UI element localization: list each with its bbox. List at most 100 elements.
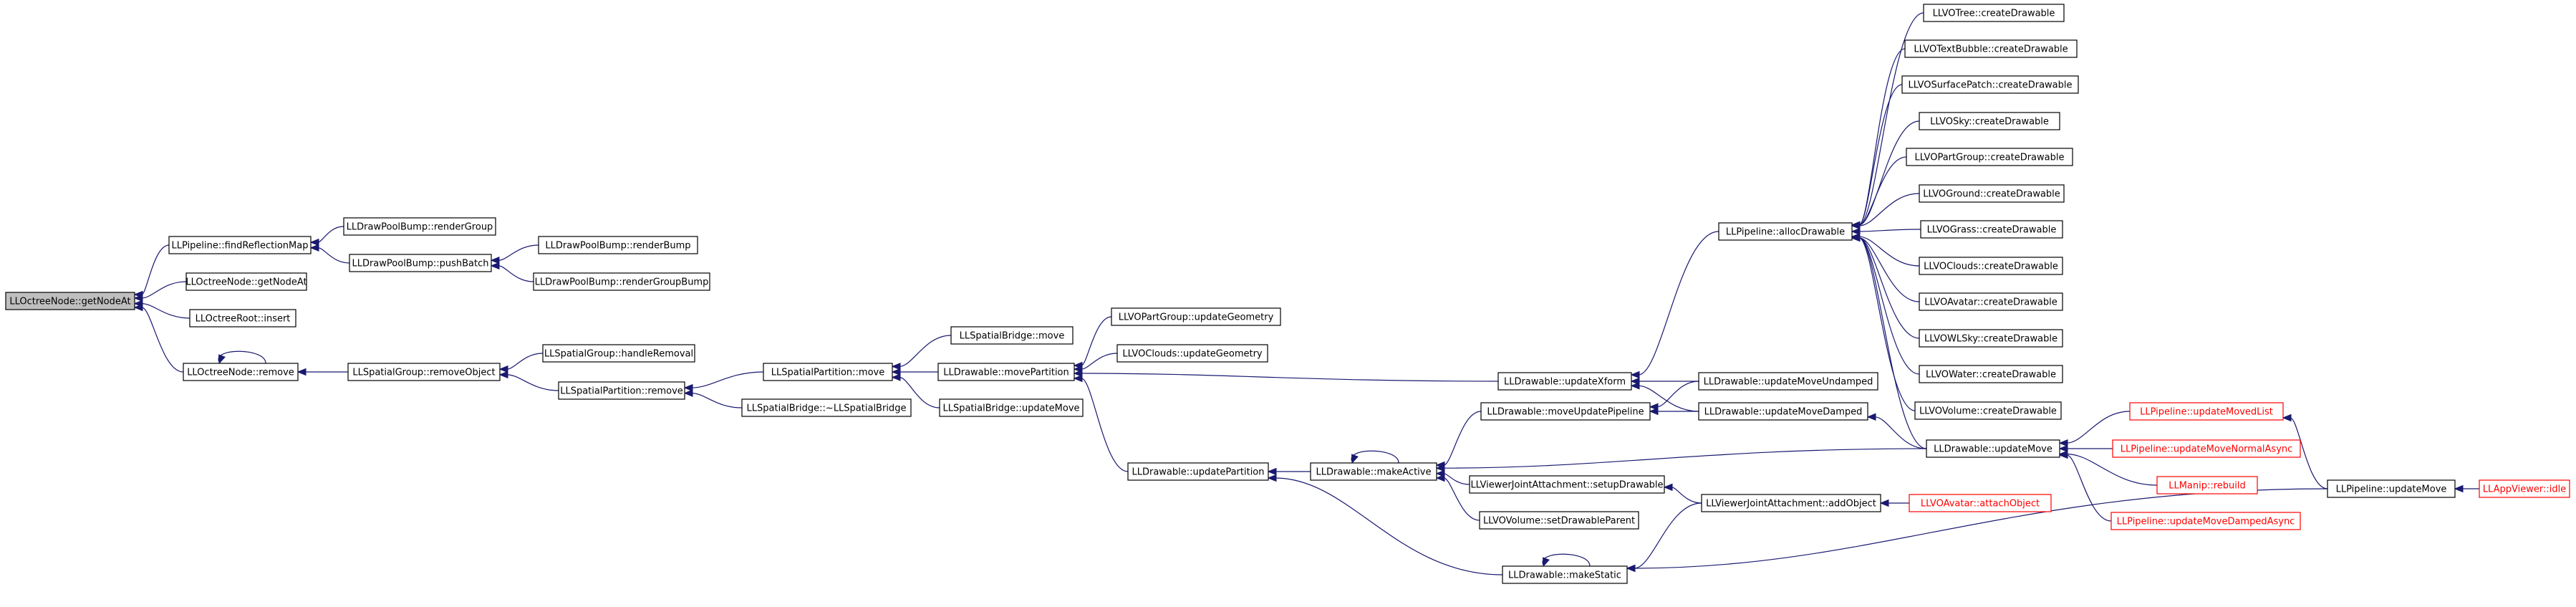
node-label: LLSpatialBridge::updateMove [942,403,1079,414]
edge-arrowhead [1879,499,1889,507]
node-update-move-undamped[interactable]: LLDrawable::updateMoveUndamped [1698,372,1878,391]
edge-arrowhead [891,373,901,381]
node-label: LLDrawPoolBump::renderGroupBump [535,277,709,288]
edge-pipeline-update-move-to-update-moved-list [2282,414,2328,489]
edge-arrowhead [1630,382,1640,390]
node-move-partition[interactable]: LLDrawable::movePartition [937,363,1075,381]
node-make-active[interactable]: LLDrawable::makeActive [1310,462,1437,481]
node-octree-remove[interactable]: LLOctreeNode::remove [183,363,299,381]
edge-arrowhead [1663,483,1673,492]
node-volume-create[interactable]: LLVOVolume::createDrawable [1914,401,2062,420]
node-update-move-damped[interactable]: LLDrawable::updateMoveDamped [1698,402,1868,421]
node-set-drawable-parent[interactable]: LLVOVolume::setDrawableParent [1479,511,1639,530]
node-get-node-at2[interactable]: LLOctreeNode::getNodeAt [185,272,307,291]
edge-arrowhead [498,371,508,379]
node-octree-root-insert[interactable]: LLOctreeRoot::insert [189,309,296,328]
node-attach-object[interactable]: LLVOAvatar::attachObject [1909,494,2052,512]
edges-layer [133,12,2480,575]
node-wlsky-create[interactable]: LLVOWLSky::createDrawable [1919,329,2063,348]
node-box [1701,494,1881,512]
node-sky-create[interactable]: LLVOSky::createDrawable [1919,112,2060,130]
node-partition-move[interactable]: LLSpatialPartition::move [763,363,893,381]
edge-arrowhead [1073,369,1083,378]
edge-render-group-bump-to-push-batch [490,262,534,282]
node-get-node-at[interactable]: LLOctreeNode::getNodeAt [5,292,135,310]
node-update-move-normal-async[interactable]: LLPipeline::updateMoveNormalAsync [2112,439,2301,458]
node-handle-removal[interactable]: LLSpatialGroup::handleRemoval [542,344,695,363]
node-bridge-dtor[interactable]: LLSpatialBridge::~LLSpatialBridge [741,398,912,417]
edge-arrowhead [891,363,901,371]
node-box [1906,148,2073,166]
node-surface-patch-create[interactable]: LLVOSurfacePatch::createDrawable [1901,75,2079,94]
edge-move-partition-to-partition-move [891,368,938,376]
node-label: LLPipeline::updateMovedList [2140,407,2273,418]
edge-line [1275,477,1503,575]
node-clouds-update-geom[interactable]: LLVOClouds::updateGeometry [1116,344,1268,363]
node-label: LLVOSurfacePatch::createDrawable [1909,80,2073,91]
node-part-group-create[interactable]: LLVOPartGroup::createDrawable [1906,148,2073,166]
node-update-moved-list[interactable]: LLPipeline::updateMovedList [2129,402,2284,421]
node-push-batch[interactable]: LLDrawPoolBump::pushBatch [349,254,492,272]
node-setup-drawable[interactable]: LLViewerJointAttachment::setupDrawable [1469,475,1665,494]
node-app-idle[interactable]: LLAppViewer::idle [2479,479,2570,498]
node-box [343,217,496,236]
edge-arrowhead [2454,484,2464,493]
node-manip-rebuild[interactable]: LLManip::rebuild [2156,476,2258,494]
node-bridge-update-move[interactable]: LLSpatialBridge::updateMove [939,398,1084,417]
edge-arrowhead [1267,467,1277,476]
node-text-bubble-create[interactable]: LLVOTextBubble::createDrawable [1904,39,2078,58]
node-label: LLPipeline::updateMoveNormalAsync [2121,444,2293,455]
node-label: LLDrawPoolBump::renderBump [545,241,690,252]
edge-water-create-to-alloc-drawable [1851,234,1920,375]
node-grass-create[interactable]: LLVOGrass::createDrawable [1920,220,2063,239]
node-find-reflection-map[interactable]: LLPipeline::findReflectionMap [168,236,312,254]
node-update-partition[interactable]: LLDrawable::updatePartition [1127,462,1269,481]
edge-remove-object-to-octree-remove [296,368,348,376]
edge-surface-patch-create-to-alloc-drawable [1851,84,1903,229]
node-label: LLPipeline::findReflectionMap [172,241,309,252]
node-add-object[interactable]: LLViewerJointAttachment::addObject [1701,494,1881,512]
edge-update-xform-to-move-partition [1073,369,1499,382]
node-box [1127,462,1269,481]
node-box [1698,372,1878,391]
node-label: LLVOTextBubble::createDrawable [1914,44,2068,55]
node-update-move-damped-async[interactable]: LLPipeline::updateMoveDampedAsync [2111,512,2301,530]
node-box [1698,402,1868,421]
node-alloc-drawable[interactable]: LLPipeline::allocDrawable [1718,222,1853,241]
node-box [1497,372,1632,391]
node-label: LLViewerJointAttachment::addObject [1706,499,1876,510]
node-bridge-move[interactable]: LLSpatialBridge::move [950,326,1074,345]
node-pipeline-update-move[interactable]: LLPipeline::updateMove [2327,479,2456,498]
node-clouds-create[interactable]: LLVOClouds::createDrawable [1919,257,2063,275]
node-partition-remove[interactable]: LLSpatialPartition::remove [558,381,685,400]
edge-render-bump-to-push-batch [490,244,539,264]
edge-handle-removal-to-remove-object [498,353,544,373]
node-part-group-update-geom[interactable]: LLVOPartGroup::updateGeometry [1111,307,1281,326]
node-tree-create[interactable]: LLVOTree::createDrawable [1923,4,2065,22]
node-move-update-pipeline[interactable]: LLDrawable::moveUpdatePipeline [1480,402,1651,421]
node-drawable-update-move[interactable]: LLDrawable::updateMove [1926,439,2060,458]
edge-line [218,350,266,364]
node-avatar-create[interactable]: LLVOAvatar::createDrawable [1919,292,2063,311]
node-render-group[interactable]: LLDrawPoolBump::renderGroup [343,217,496,236]
node-render-group-bump[interactable]: LLDrawPoolBump::renderGroupBump [533,272,710,291]
node-box [937,363,1075,381]
node-label: LLOctreeNode::getNodeAt [185,277,307,288]
edge-line [1443,473,1470,485]
node-box [1111,307,1281,326]
edge-drawable-update-move-to-make-active [1435,448,1927,472]
node-box [1923,4,2065,22]
node-water-create[interactable]: LLVOWater::createDrawable [1919,365,2063,383]
edge-render-group-to-find-reflection-map [309,226,344,247]
node-make-static[interactable]: LLDrawable::makeStatic [1502,565,1628,584]
node-remove-object[interactable]: LLSpatialGroup::removeObject [347,363,501,381]
edge-attach-object-to-add-object [1879,499,1910,507]
node-update-xform[interactable]: LLDrawable::updateXform [1497,372,1632,391]
node-ground-create[interactable]: LLVOGround::createDrawable [1919,184,2065,203]
edge-arrowhead [309,244,319,252]
node-label: LLAppViewer::idle [2483,484,2566,495]
node-box [763,363,893,381]
edge-bridge-move-to-partition-move [891,335,952,371]
node-label: LLDrawable::makeStatic [1508,570,1621,581]
node-render-bump[interactable]: LLDrawPoolBump::renderBump [538,236,698,254]
